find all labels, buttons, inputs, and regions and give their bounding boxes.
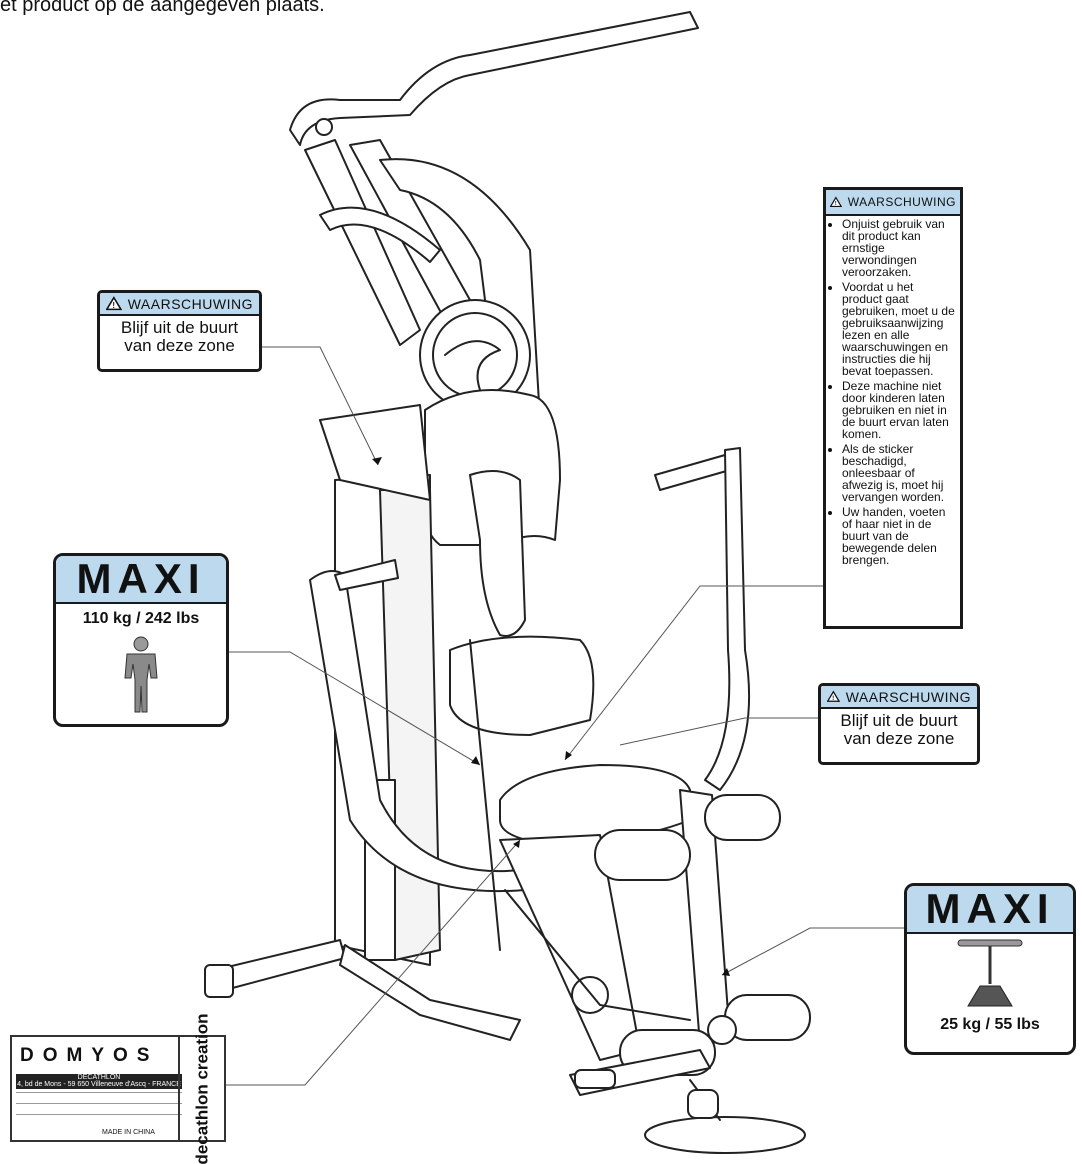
warning-triangle-icon: ! (106, 296, 122, 311)
warning-item: Als de sticker beschadigd, onleesbaar of… (842, 443, 956, 503)
warning-label-left: ! WAARSCHUWING Blijf uit de buurt van de… (97, 290, 262, 372)
person-icon (124, 636, 158, 713)
warning-header-text: WAARSCHUWING (847, 195, 956, 209)
warning-header: ! WAARSCHUWING (826, 190, 960, 216)
svg-text:!: ! (835, 201, 837, 207)
maxi-user-value: 110 kg / 242 lbs (82, 610, 200, 627)
decathlon-creation-logo: decathlon creation (178, 1013, 224, 1164)
maxi-title: MAXI (56, 556, 226, 604)
warning-label-right: ! WAARSCHUWING Blijf uit de buurt van de… (818, 683, 980, 765)
intro-text: et product op de aangegeven plaats. (0, 0, 325, 16)
svg-text:!: ! (112, 301, 115, 310)
warning-instructions-label: ! WAARSCHUWING Onjuist gebruik van dit p… (823, 187, 963, 629)
made-in: MADE IN CHINA (102, 1129, 155, 1136)
warning-item: Voordat u het product gaat gebruiken, mo… (842, 281, 956, 377)
warning-header-text: WAARSCHUWING (127, 295, 253, 312)
warning-list: Onjuist gebruik van dit product kan erns… (826, 216, 960, 571)
label-fields (16, 1092, 182, 1125)
warning-header: ! WAARSCHUWING (821, 686, 977, 709)
domyos-logo: DOMYOS (20, 1045, 159, 1066)
maxi-weight-value: 25 kg / 55 lbs (940, 1016, 1040, 1033)
warning-line-2: van deze zone (843, 729, 955, 748)
warning-item: Onjuist gebruik van dit product kan erns… (842, 218, 956, 278)
domyos-product-label: DOMYOS DECATHLON 4, bd de Mons - 59 650 … (10, 1013, 226, 1164)
weight-icon (957, 939, 1023, 1007)
maxi-title: MAXI (907, 886, 1073, 934)
warning-item: Deze machine niet door kinderen laten ge… (842, 380, 956, 440)
warning-triangle-icon: ! (827, 690, 840, 702)
warning-triangle-icon: ! (830, 196, 842, 207)
max-load-label: MAXI 25 kg / 55 lbs (904, 883, 1076, 1055)
company-name: DECATHLON (77, 1074, 121, 1081)
warning-item: Uw handen, voeten of haar niet in de buu… (842, 506, 956, 566)
warning-line-1: Blijf uit de buurt (120, 318, 239, 337)
warning-header: ! WAARSCHUWING (100, 293, 259, 316)
company-address: 4, bd de Mons - 59 650 Villeneuve d'Ascq… (17, 1081, 181, 1088)
warning-line-2: van deze zone (124, 336, 235, 355)
warning-line-1: Blijf uit de buurt (840, 711, 958, 730)
svg-text:!: ! (832, 695, 834, 702)
company-bar: DECATHLON 4, bd de Mons - 59 650 Villene… (16, 1074, 182, 1089)
max-user-weight-label: MAXI 110 kg / 242 lbs (53, 553, 229, 727)
warning-header-text: WAARSCHUWING (845, 688, 971, 705)
